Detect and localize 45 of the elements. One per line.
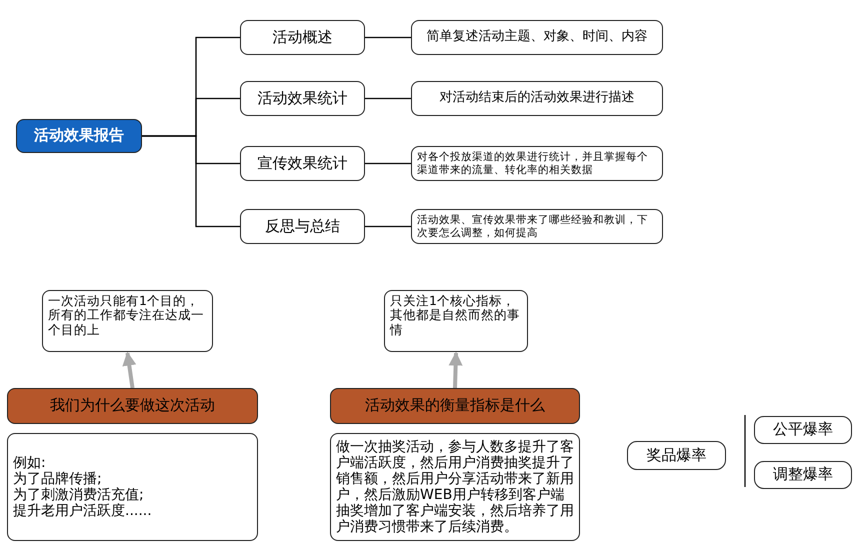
node-text: 调整爆率 [772, 466, 834, 484]
topic-box [16, 119, 142, 153]
topic-box [411, 81, 663, 116]
heading-box [7, 388, 258, 424]
node-text: 提升老用户活跃度...... [13, 503, 153, 520]
topic-box [627, 441, 726, 470]
topic-box [240, 209, 365, 244]
node-text: 为了刺激消费活充值; [13, 487, 145, 503]
topic-box [411, 20, 663, 55]
arrow [122, 352, 136, 388]
topic-box [384, 290, 528, 352]
node-text: 公平爆率 [772, 421, 834, 439]
node-text: 我们为什么要做这次活动 [49, 397, 216, 415]
topic-box [240, 20, 365, 55]
node-text: 奖品爆率 [646, 446, 708, 464]
connector-line [365, 162, 411, 164]
node-text: 活动概述 [272, 28, 334, 46]
connector-line [142, 135, 240, 228]
node-text: 只关注1个核心指标，其他都是自然而然的事情 [390, 294, 521, 338]
topic-box [411, 209, 663, 244]
node-text: 简单复述活动主题、对象、时间、内容 [426, 30, 648, 45]
node-text: 活动效果报告 [33, 127, 125, 145]
heading-box [330, 388, 580, 424]
node-text: 活动效果的衡量指标是什么 [364, 397, 546, 415]
connector-line [365, 226, 411, 228]
node-text: 一次活动只能有1个目的，所有的工作都专注在达成一个目的上 [48, 294, 205, 338]
topic-box [411, 146, 663, 181]
node-text: 反思与总结 [264, 218, 341, 236]
node-text: 例如: [13, 454, 47, 471]
arrow [448, 352, 463, 388]
node-text: 为了品牌传播; [13, 470, 103, 487]
topic-box [42, 290, 213, 352]
topic-box [754, 461, 852, 489]
node-text: 对活动结束后的活动效果进行描述 [438, 91, 636, 106]
topic-box [754, 416, 852, 444]
node-text: 活动效果、宣传效果带来了哪些经验和教训，下次要怎么调整，如何提高 [417, 214, 649, 239]
node-text: 活动效果统计 [256, 90, 348, 108]
topic-box [240, 146, 365, 181]
node-text: 对各个投放渠道的效果进行统计，并且掌握每个渠道带来的流量、转化率的相关数据 [417, 151, 649, 176]
topic-box [240, 81, 365, 116]
node-text: 宣传效果统计 [256, 154, 348, 172]
connector-line [365, 36, 411, 38]
node-text: 做一次抽奖活动，参与人数多提升了客户端活跃度，然后用户消费抽奖提升了销售额，然后用户分享活动带来了新用户，然后激励WEB用户转移到客户端抽奖增加了客户端安装，然后培养了用户消费习惯带来了后续消费。 [336, 438, 574, 536]
connector-line [365, 98, 411, 100]
topic-box [7, 433, 258, 541]
